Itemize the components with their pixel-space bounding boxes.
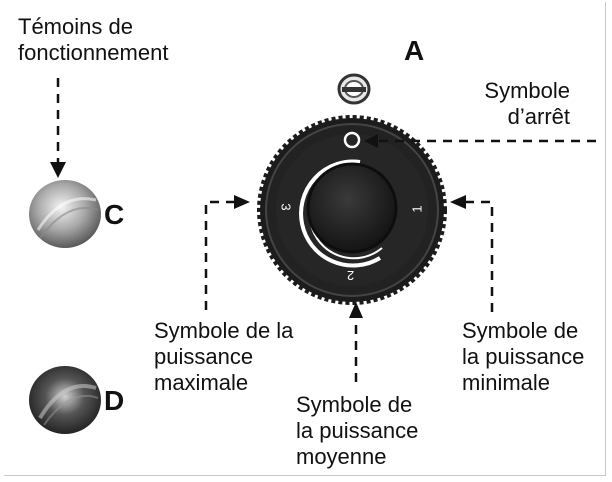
arrow-heads bbox=[50, 134, 466, 318]
indicator-light-c bbox=[29, 180, 101, 248]
label-min-power: Symbole de la puissance minimale bbox=[462, 318, 585, 395]
center-knob bbox=[306, 162, 398, 254]
dial-top-handle bbox=[337, 73, 371, 105]
letter-c: C bbox=[104, 199, 125, 230]
label-stop-symbol: Symbole d’arrêt bbox=[484, 78, 570, 129]
stop-ring-icon bbox=[343, 131, 361, 149]
letter-a: A bbox=[404, 35, 425, 66]
dial-mark-max: 3 bbox=[278, 203, 294, 211]
indicator-light-d bbox=[29, 366, 101, 434]
frame-border bbox=[4, 2, 606, 476]
letter-d: D bbox=[104, 385, 125, 416]
dial-mark-min: 1 bbox=[409, 205, 425, 213]
label-max-power: Symbole de la puissance maximale bbox=[154, 318, 294, 395]
control-dial bbox=[257, 115, 447, 305]
label-mid-power: Symbole de la puissance moyenne bbox=[296, 392, 419, 469]
power-arc bbox=[299, 159, 382, 268]
dial-mark-mid: 2 bbox=[347, 268, 355, 283]
arrow-lines bbox=[56, 78, 596, 382]
label-indicators: Témoins de fonctionnement bbox=[18, 14, 169, 65]
